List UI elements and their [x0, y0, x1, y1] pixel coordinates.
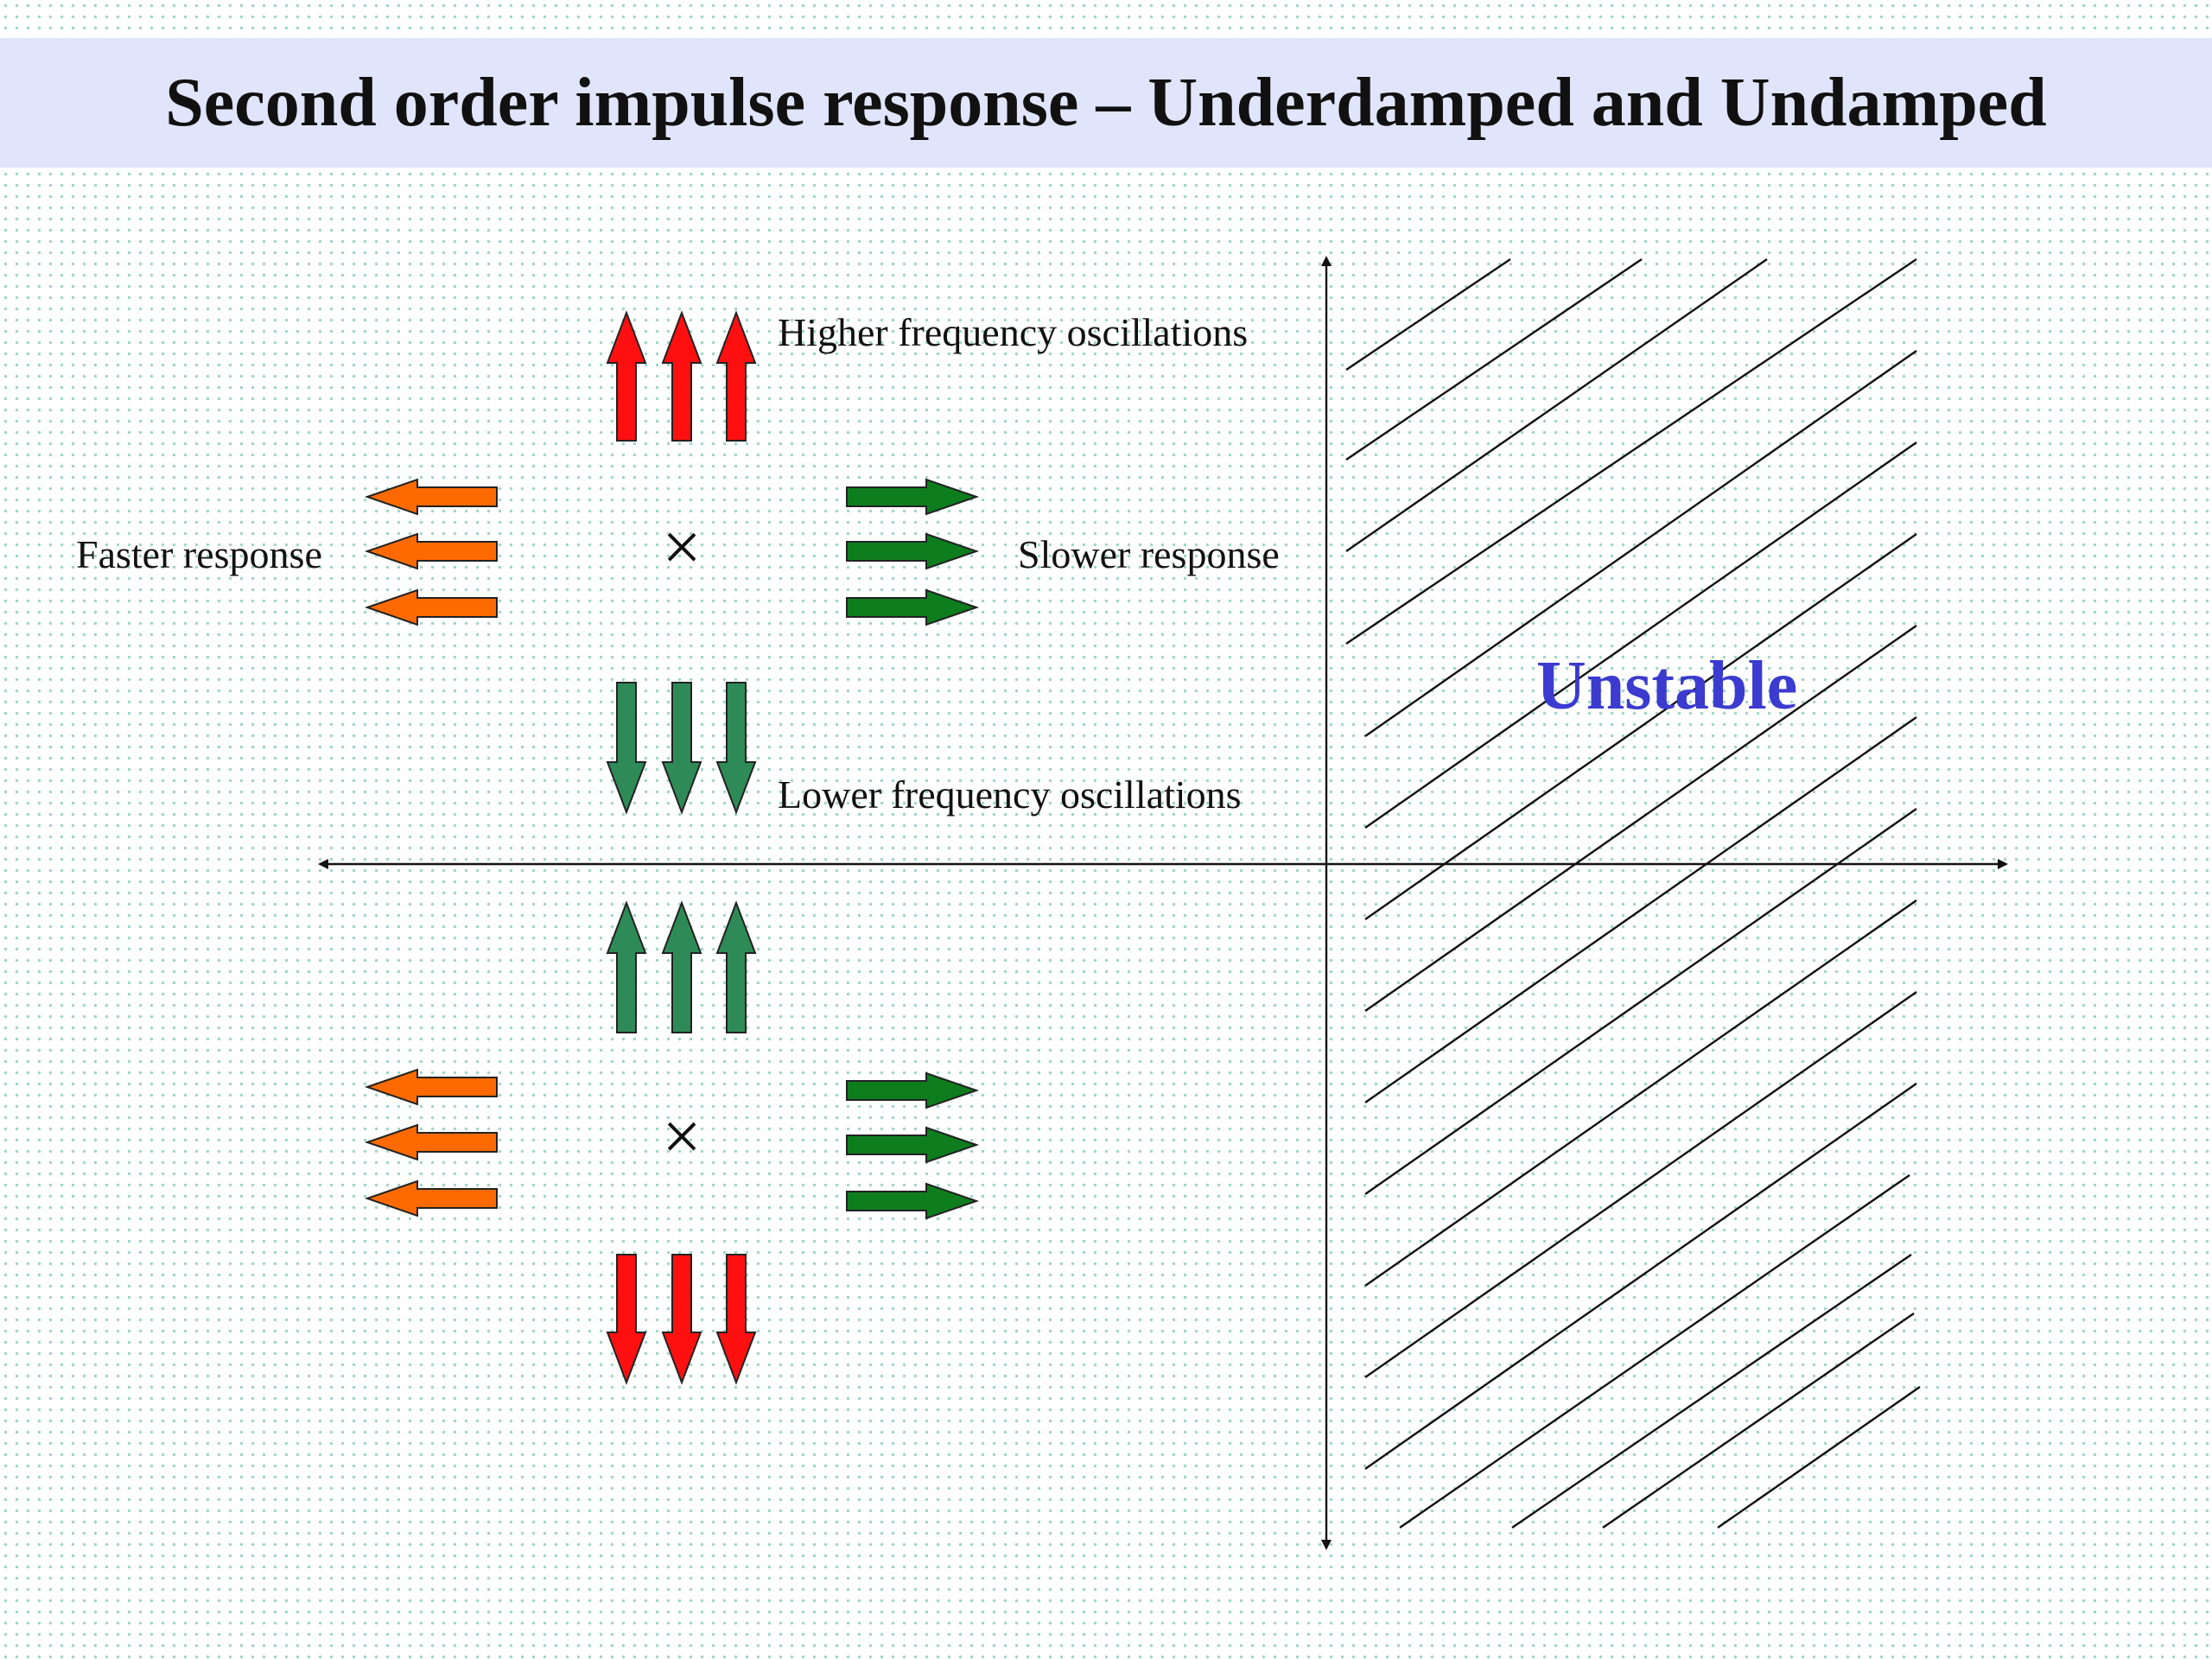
hatch-line — [1511, 1254, 1912, 1529]
higher-frequency-label: Higher frequency oscillations — [778, 310, 1248, 354]
arrow-left-icon — [364, 532, 498, 570]
hatch-line — [1345, 258, 1768, 552]
arrow-up-icon — [606, 900, 647, 1033]
hatch-line — [1364, 1083, 1917, 1470]
arrow-left-icon — [364, 478, 498, 516]
arrow-left-icon — [364, 1123, 498, 1161]
hatch-line — [1345, 258, 1917, 645]
hatch-line — [1399, 1174, 1910, 1529]
arrow-left-icon — [364, 588, 498, 626]
arrow-right-icon — [846, 1182, 980, 1220]
hatch-line — [1602, 1313, 1915, 1529]
arrow-right-icon — [846, 1126, 980, 1164]
arrow-down-icon — [715, 1254, 757, 1385]
arrow-down-icon — [715, 682, 757, 815]
unstable-label: Unstable — [1536, 648, 1797, 724]
arrow-right-icon — [846, 588, 980, 626]
hatch-line — [1364, 991, 1917, 1378]
hatch-line — [1717, 1386, 1921, 1529]
arrow-up-icon — [661, 310, 702, 442]
unstable-region-hatch — [1345, 258, 1921, 1529]
arrow-down-icon — [606, 1254, 647, 1385]
title-bar: Second order impulse response – Underdam… — [0, 38, 2212, 168]
arrow-down-icon — [661, 1254, 702, 1385]
arrow-right-icon — [846, 478, 980, 516]
hatch-line — [1364, 533, 1917, 920]
hatch-line — [1345, 258, 1511, 371]
hatch-line — [1364, 899, 1917, 1287]
slower-response-label: Slower response — [1018, 532, 1280, 576]
hatch-line — [1364, 442, 1917, 829]
hatch-line — [1364, 808, 1917, 1195]
arrow-down-icon — [606, 682, 647, 815]
arrow-left-icon — [364, 1068, 498, 1106]
hatch-line — [1364, 350, 1917, 737]
arrow-up-icon — [606, 310, 647, 442]
arrow-right-icon — [846, 1071, 980, 1109]
faster-response-label: Faster response — [76, 532, 322, 576]
page-title: Second order impulse response – Underdam… — [165, 64, 2047, 141]
lower-frequency-label: Lower frequency oscillations — [778, 772, 1241, 817]
arrow-up-icon — [715, 310, 757, 442]
hatch-line — [1364, 716, 1917, 1103]
hatch-line — [1345, 258, 1643, 461]
arrow-down-icon — [661, 682, 702, 815]
arrow-left-icon — [364, 1179, 498, 1217]
arrow-up-icon — [661, 900, 702, 1033]
arrow-groups — [364, 310, 980, 1385]
arrow-right-icon — [846, 532, 980, 570]
lower-pole-cross-icon: × — [662, 1099, 701, 1175]
upper-pole-cross-icon: × — [662, 510, 701, 586]
arrow-up-icon — [715, 900, 757, 1033]
hatch-line — [1364, 625, 1917, 1012]
